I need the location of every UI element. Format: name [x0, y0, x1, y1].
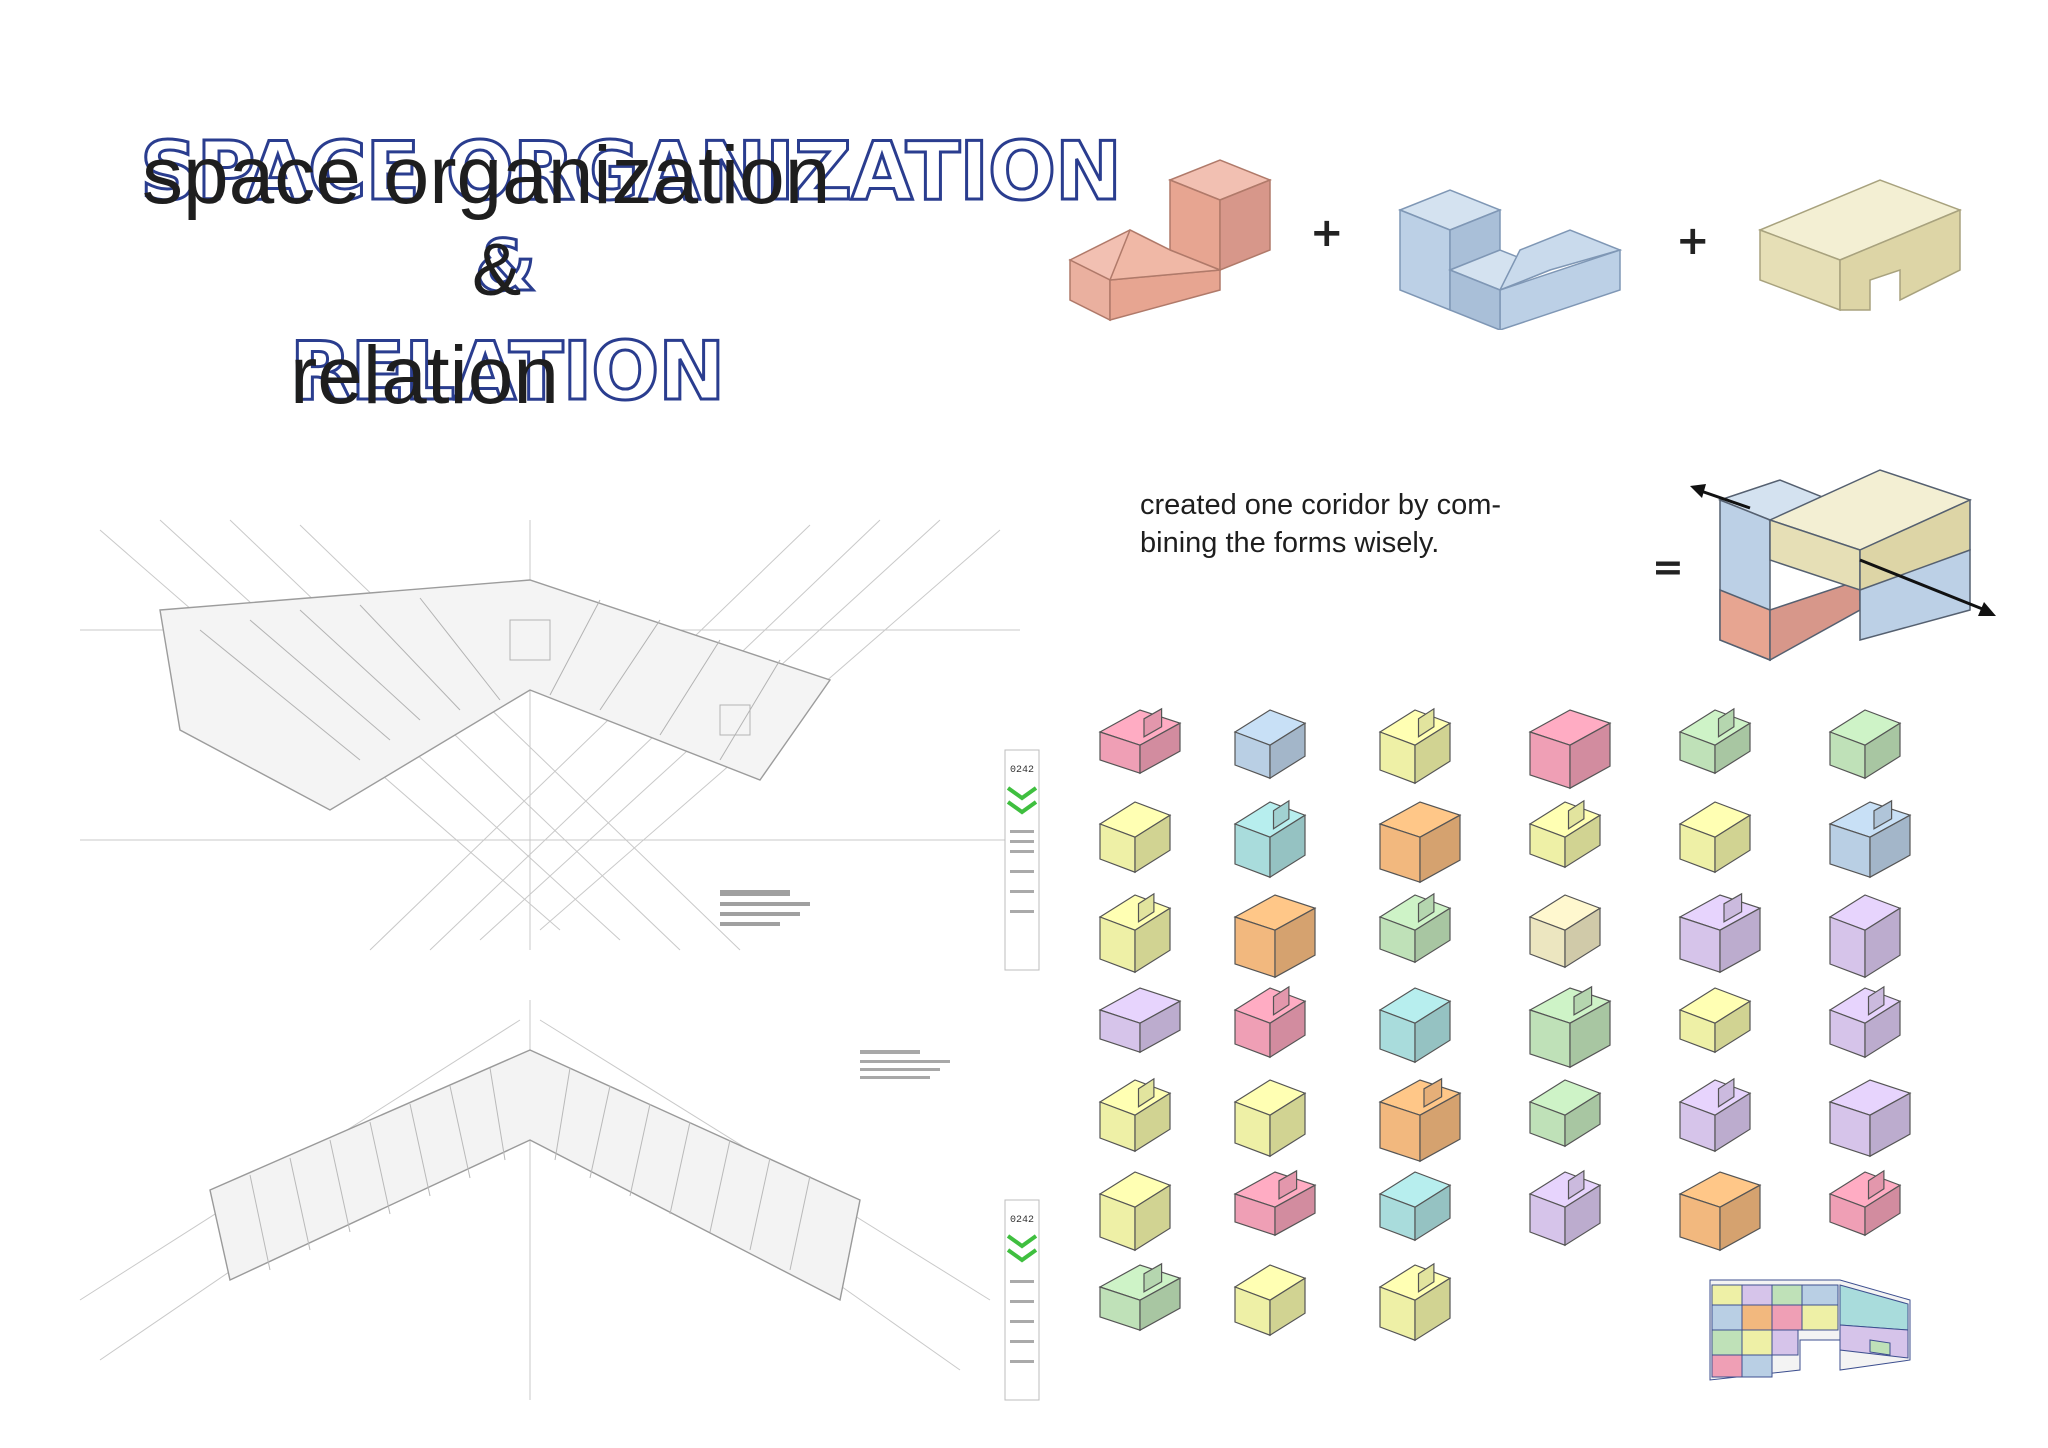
shape-block-r7-c1 [1098, 1262, 1182, 1332]
shape-block-r2-c4 [1528, 799, 1602, 869]
shape-block-r4-c4 [1528, 985, 1612, 1069]
equals-sign: = [1652, 545, 1684, 589]
plan-a-title-stamp: 0242 [1004, 749, 1040, 971]
shape-block-r5-c6 [1828, 1079, 1912, 1158]
title-outline-line1: SPACE ORGANIZATION [139, 124, 1124, 220]
shape-block-r1-c2 [1233, 709, 1307, 780]
shape-block-r2-c5 [1678, 801, 1752, 874]
shape-block-r7-c2 [1233, 1264, 1307, 1337]
shape-block-r5-c1 [1098, 1077, 1172, 1153]
shape-block-r2-c6 [1828, 799, 1912, 879]
title-outline-line2: & [473, 224, 537, 309]
title-plain-line1: space organization [142, 130, 831, 221]
title-block: SPACE ORGANIZATION & RELATION space orga… [130, 115, 1124, 435]
shape-block-r4-c1 [1098, 987, 1182, 1054]
shape-block-r5-c4 [1528, 1079, 1602, 1148]
shape-block-r3-c5 [1678, 892, 1762, 974]
salmon-block-diagram [1068, 159, 1273, 322]
shape-block-r1-c6 [1828, 709, 1902, 780]
shape-block-r3-c3 [1378, 892, 1452, 964]
blue-block-diagram [1397, 189, 1623, 330]
title-outline-line3: RELATION [288, 324, 726, 420]
plan-a-stamp-number: 0242 [1010, 765, 1034, 776]
arrow-head-right [1978, 602, 1996, 616]
shape-block-r1-c5 [1678, 707, 1752, 775]
shape-block-r2-c2 [1233, 799, 1307, 879]
shape-block-r6-c5 [1678, 1171, 1762, 1252]
shape-block-r1-c3 [1378, 707, 1452, 785]
shape-block-r7-c3 [1378, 1262, 1452, 1342]
plus-sign-1: + [1310, 210, 1344, 256]
plan-b-stamp-number: 0242 [1010, 1215, 1034, 1226]
shape-block-r3-c2 [1233, 894, 1317, 979]
title-plain-line3: relation [290, 330, 559, 421]
plan-b-title-stamp: 0242 [1004, 1199, 1040, 1401]
shape-grid [1098, 707, 1912, 1342]
shape-block-r4-c2 [1233, 985, 1307, 1059]
shape-block-r6-c3 [1378, 1171, 1452, 1242]
shape-block-r6-c6 [1828, 1169, 1902, 1237]
shape-block-r6-c4 [1528, 1169, 1602, 1247]
title-plain-line2: & [472, 228, 522, 311]
shape-block-r6-c1 [1098, 1171, 1172, 1252]
shape-block-r3-c4 [1528, 894, 1602, 969]
shape-block-r1-c4 [1528, 709, 1612, 790]
shape-block-r4-c6 [1828, 985, 1902, 1059]
shape-block-r3-c1 [1098, 892, 1172, 974]
shape-block-r4-c5 [1678, 987, 1752, 1054]
shape-block-r2-c1 [1098, 801, 1172, 874]
composite-building [1709, 1279, 1911, 1381]
shape-block-r5-c3 [1378, 1077, 1462, 1163]
combination-caption: created one coridor by com- bining the f… [1140, 489, 1502, 559]
shape-block-r6-c2 [1233, 1169, 1317, 1237]
plus-sign-2: + [1676, 218, 1710, 264]
shape-block-r4-c3 [1378, 987, 1452, 1064]
arrow-head-left [1690, 484, 1706, 498]
floor-plan-upper: 0242 [80, 519, 1040, 971]
composite-building-diagram [1709, 1279, 1911, 1381]
shape-block-r2-c3 [1378, 801, 1462, 884]
floor-plan-lower: 0242 [79, 1000, 1040, 1401]
shape-block-r3-c6 [1828, 894, 1902, 979]
combined-block-diagram [1690, 469, 1996, 662]
shape-block-r1-c1 [1098, 707, 1182, 775]
shape-block-r5-c5 [1678, 1077, 1752, 1153]
shape-block-r5-c2 [1233, 1079, 1307, 1158]
cream-block-diagram [1757, 179, 1963, 312]
